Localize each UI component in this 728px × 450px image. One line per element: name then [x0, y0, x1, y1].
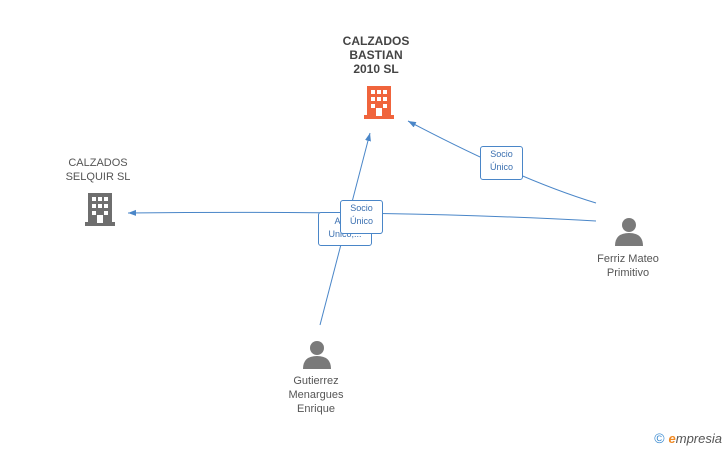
copyright-icon: © [654, 430, 665, 446]
building-icon[interactable] [85, 193, 115, 226]
building-icon[interactable] [364, 86, 394, 119]
edge-label-gutierrez-bastian[interactable]: Socio Único [340, 200, 383, 234]
person-icon[interactable] [303, 341, 331, 369]
footer-brand: © empresia [654, 430, 722, 446]
person-label-gutierrez[interactable]: Gutierrez Menargues Enrique [288, 375, 344, 415]
edge-label-ferriz-bastian[interactable]: Socio Único [480, 146, 523, 180]
person-icon[interactable] [615, 218, 643, 246]
brand-logo: empresia [668, 430, 722, 446]
company-label-bastian[interactable]: CALZADOS BASTIAN 2010 SL [342, 34, 410, 76]
company-label-selquir[interactable]: CALZADOS SELQUIR SL [65, 157, 131, 183]
person-label-ferriz[interactable]: Ferriz Mateo Primitivo [597, 253, 659, 279]
